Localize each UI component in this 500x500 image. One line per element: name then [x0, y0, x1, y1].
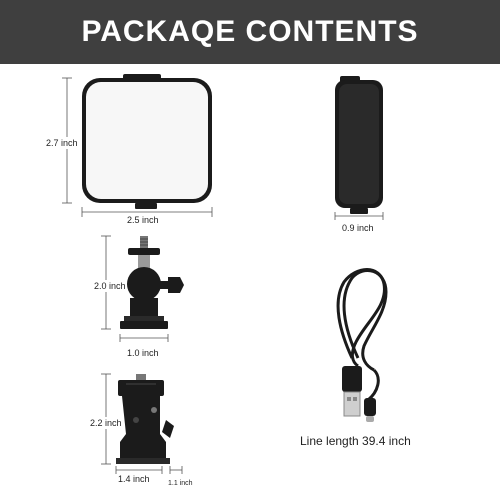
led-light-height-label: 2.7 inch — [46, 137, 78, 149]
clamp-illustration — [101, 373, 183, 474]
led-light-front — [55, 70, 225, 230]
clamp-height-label: 2.2 inch — [90, 417, 122, 429]
cable-length-caption: Line length 39.4 inch — [300, 434, 411, 448]
ball-head-height-label: 2.0 inch — [94, 280, 126, 292]
ball-head-illustration — [101, 235, 184, 342]
clamp-mount — [96, 372, 188, 484]
led-light-front-illustration — [62, 74, 213, 217]
clamp-depth-label: 1.1 inch — [168, 480, 193, 487]
led-light-side-illustration — [334, 76, 384, 220]
header-banner: PACKAQE CONTENTS — [0, 0, 500, 64]
usb-cable-illustration — [336, 268, 388, 422]
led-light-depth-label: 0.9 inch — [342, 223, 374, 233]
led-light-width-label: 2.5 inch — [127, 215, 159, 225]
page-title: PACKAQE CONTENTS — [81, 15, 419, 48]
ball-head-mount — [96, 232, 196, 350]
ball-head-width-label: 1.0 inch — [127, 348, 159, 358]
led-light-side — [326, 72, 396, 222]
usb-cable — [322, 262, 406, 426]
clamp-width-label: 1.4 inch — [118, 474, 150, 484]
